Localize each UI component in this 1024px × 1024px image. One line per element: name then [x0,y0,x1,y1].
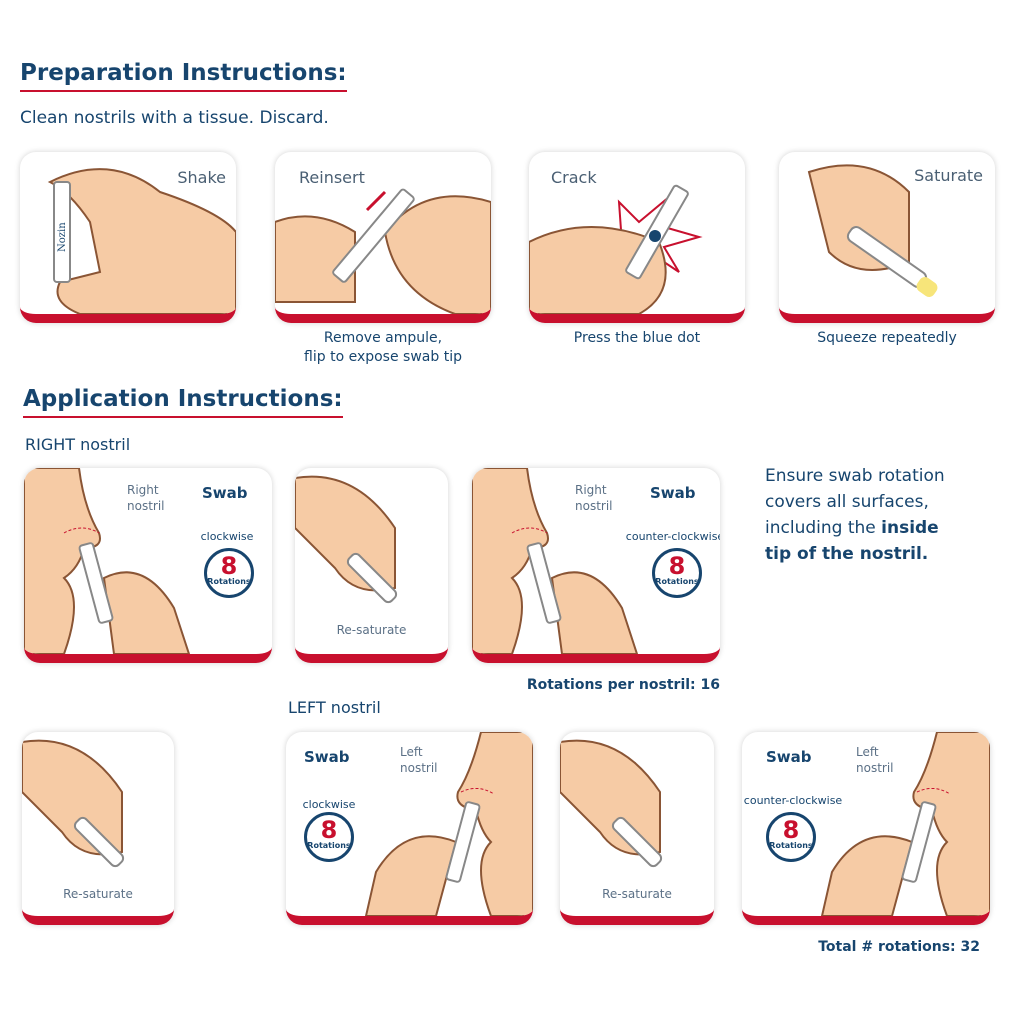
nostril-text: Right [575,483,607,497]
rotations-word: Rotations [307,841,351,850]
nostril-label: Left nostril [856,744,894,776]
note-line: including the inside [765,515,945,541]
reinsert-card: Reinsert [275,152,491,323]
swab-label: Swab [650,484,696,502]
application-title: Application Instructions: [23,386,343,418]
hand-cracking-ampule-illustration [529,184,703,314]
nostril-label: Right nostril [127,482,165,514]
resaturate-label: Re-saturate [336,623,407,637]
reinsert-caption: Remove ampule, flip to expose swab tip [275,329,491,367]
swab-note: Ensure swab rotation covers all surfaces… [765,463,945,567]
caption-line: flip to expose swab tip [304,349,462,365]
nose-swab-illustration [472,468,639,654]
resaturate-label: Re-saturate [63,887,133,901]
left-resaturate-card-1: Re-saturate [22,732,174,925]
step-label: Reinsert [299,168,365,187]
nostril-label: Right nostril [575,482,613,514]
rotations-count: 8 [782,816,800,844]
saturate-caption: Squeeze repeatedly [817,330,957,346]
nostril-text: nostril [127,499,165,513]
saturate-card: Saturate [779,152,995,323]
nostril-text: nostril [400,761,438,775]
swab-label: Swab [304,748,350,766]
svg-text:Nozin: Nozin [57,222,68,252]
nostril-text: Right [127,483,159,497]
left-nostril-label: LEFT nostril [288,698,381,717]
nose-swab-illustration [820,732,990,916]
hand-shaking-ampule-illustration: Nozin [47,168,236,314]
preparation-intro: Clean nostrils with a tissue. Discard. [20,108,329,128]
resaturate-label: Re-saturate [602,887,672,901]
swab-label: Swab [202,484,248,502]
caption-line: Remove ampule, [323,330,443,346]
step-label: Crack [551,168,597,187]
note-line: tip of the nostril. [765,544,929,564]
direction-label: counter-clockwise [743,794,843,807]
preparation-title: Preparation Instructions: [20,60,347,92]
step-label: Shake [177,168,226,187]
right-nostril-label: RIGHT nostril [25,435,131,454]
note-text: including the [765,518,882,538]
swab-label: Swab [766,748,812,766]
hand-resaturate-illustration [560,739,663,868]
step-label: Saturate [914,166,983,185]
rotations-count: 8 [320,816,338,844]
right-resaturate-card: Re-saturate [295,468,448,663]
shake-card: Nozin Shake [20,152,236,323]
rotations-word: Rotations [655,577,699,586]
direction-label: clockwise [302,798,356,811]
nose-swab-illustration [364,732,533,916]
hand-squeezing-ampule-illustration [807,164,938,297]
hand-resaturate-illustration [22,739,125,868]
rotations-word: Rotations [207,577,251,586]
rotations-count: 8 [220,552,238,580]
nose-swab-illustration [24,468,191,654]
nostril-text: nostril [856,761,894,775]
rotations-per-nostril: Rotations per nostril: 16 [526,677,720,693]
direction-label: clockwise [200,530,254,543]
hand-resaturate-illustration [295,475,398,604]
nostril-text: nostril [575,499,613,513]
nostril-text: Left [400,745,423,759]
left-resaturate-card-2: Re-saturate [560,732,714,925]
note-line: Ensure swab rotation [765,466,945,486]
nostril-text: Left [856,745,879,759]
crack-caption: Press the blue dot [573,330,701,346]
direction-label: counter-clockwise [625,530,720,543]
total-rotations: Total # rotations: 32 [818,939,980,955]
nostril-label: Left nostril [400,744,438,776]
note-bold: inside [881,518,939,538]
rotations-word: Rotations [769,841,813,850]
rotations-count: 8 [668,552,686,580]
note-line: covers all surfaces, [765,492,929,512]
hands-reinserting-ampule-illustration [275,188,491,314]
crack-card: Crack [529,152,745,323]
